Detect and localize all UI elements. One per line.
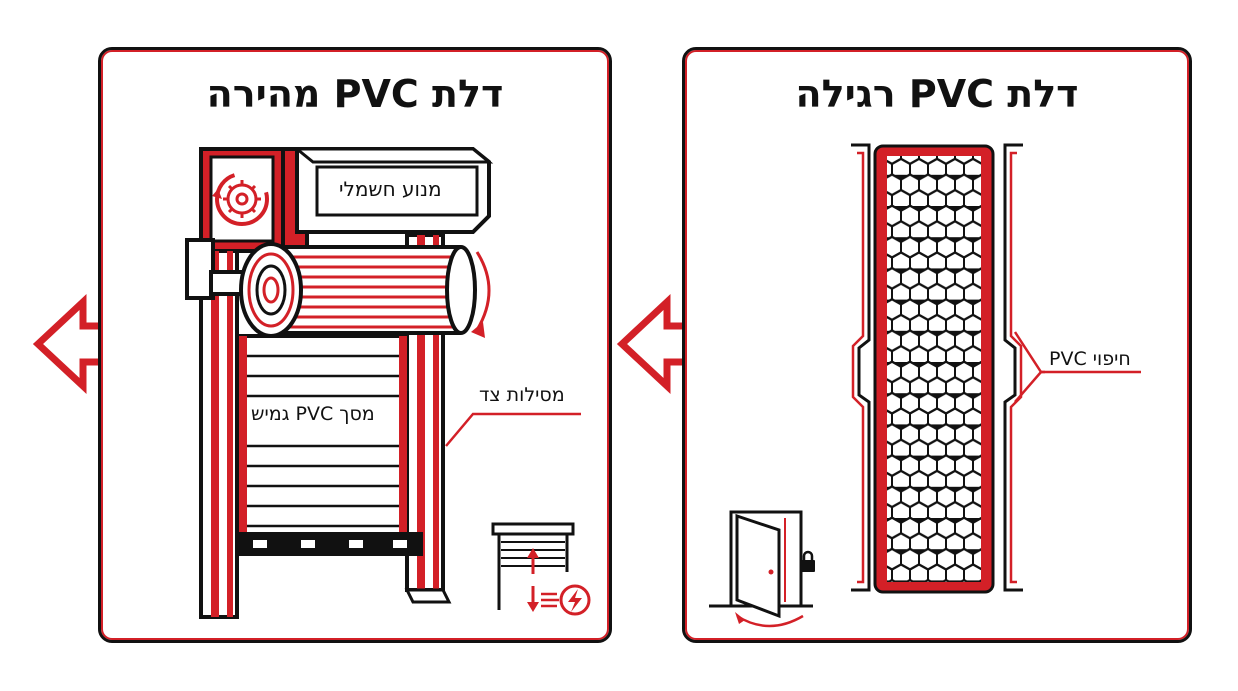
gear-icon: [212, 172, 269, 226]
fast-pvc-door-panel: דלת PVC מהירה: [98, 47, 612, 643]
curtain-label: מסך PVC גמיש: [251, 403, 375, 425]
regular-door-illustration: [709, 143, 1141, 628]
roller-drum: [239, 242, 477, 338]
motor-label: מנוע חשמלי: [339, 177, 442, 201]
fast-door-title: דלת PVC מהירה: [206, 72, 504, 116]
motor-housing: [199, 147, 494, 253]
pvc-curtain: [237, 334, 423, 556]
left-side-rail: [199, 249, 239, 619]
regular-pvc-door-panel: דלת PVC רגילה: [682, 47, 1192, 643]
regular-door-title: דלת PVC רגילה: [795, 72, 1079, 116]
door-icon: [709, 510, 813, 628]
overlap-leader-lines: [1013, 331, 1141, 403]
rails-leader-line: [445, 412, 581, 447]
left-overlap-strip: [851, 143, 871, 592]
fast-door-illustration: [185, 147, 591, 619]
overlap-label: חיפוי PVC: [1049, 348, 1131, 370]
rolling-shutter-icon: [491, 522, 575, 612]
rails-label: מסילות צד: [479, 384, 565, 406]
lock-icon: [801, 550, 815, 572]
lightning-icon: [541, 584, 591, 616]
right-overlap-strip: [1003, 143, 1023, 592]
hexagon-mesh-pattern: [873, 144, 995, 594]
rotation-arrow-icon: [471, 251, 491, 338]
